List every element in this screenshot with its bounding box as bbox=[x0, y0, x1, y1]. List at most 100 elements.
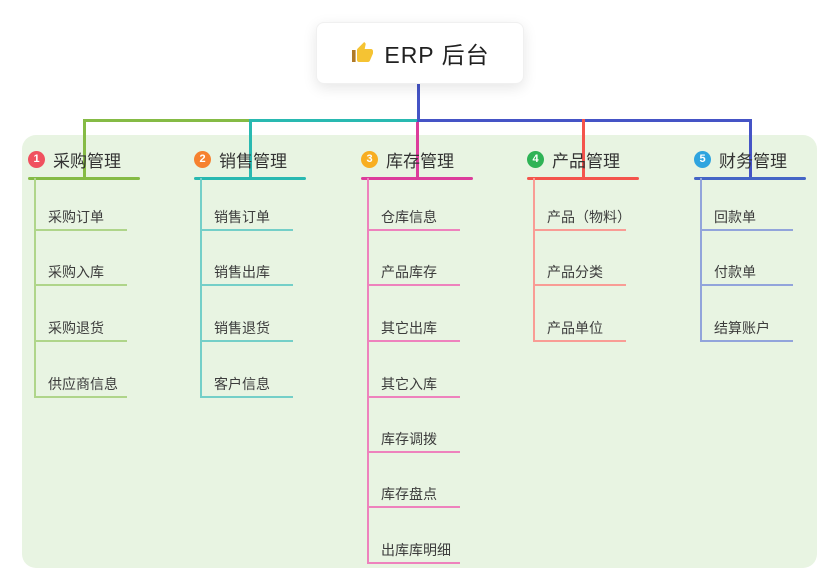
node-underline bbox=[700, 284, 793, 286]
branch-child-connector bbox=[34, 178, 36, 398]
branch-drop-line-4 bbox=[582, 119, 585, 177]
node-other-outbound[interactable]: 其它出库 bbox=[361, 312, 491, 342]
branch-underline bbox=[194, 177, 306, 180]
root-node-label: ERP 后台 bbox=[384, 42, 490, 68]
node-label: 销售退货 bbox=[214, 320, 270, 336]
branch-drop-line-3 bbox=[416, 122, 419, 177]
branch-child-connector bbox=[367, 178, 369, 564]
node-underline bbox=[367, 284, 460, 286]
node-stock-transfer[interactable]: 库存调拨 bbox=[361, 423, 491, 453]
node-sales-order[interactable]: 销售订单 bbox=[194, 201, 324, 231]
node-product-material[interactable]: 产品（物料） bbox=[527, 201, 657, 231]
node-warehouse-info[interactable]: 仓库信息 bbox=[361, 201, 491, 231]
node-supplier-info[interactable]: 供应商信息 bbox=[28, 368, 158, 398]
branch-purchase-header[interactable]: 1 采购管理 bbox=[28, 146, 121, 172]
node-label: 销售订单 bbox=[214, 209, 270, 225]
node-settlement-account[interactable]: 结算账户 bbox=[694, 312, 824, 342]
node-customer-info[interactable]: 客户信息 bbox=[194, 368, 324, 398]
node-product-unit[interactable]: 产品单位 bbox=[527, 312, 657, 342]
node-underline bbox=[367, 340, 460, 342]
node-underline bbox=[367, 506, 460, 508]
branch-child-connector bbox=[700, 178, 702, 342]
node-label: 库存盘点 bbox=[381, 486, 437, 502]
node-label: 产品（物料） bbox=[547, 209, 631, 225]
node-underline bbox=[533, 229, 626, 231]
branch-finance: 5 财务管理 回款单 付款单 结算账户 bbox=[694, 146, 806, 576]
branch-underline bbox=[28, 177, 140, 180]
node-underline bbox=[200, 396, 293, 398]
root-node[interactable]: ERP 后台 bbox=[316, 22, 524, 84]
branch-child-connector bbox=[533, 178, 535, 342]
node-label: 采购退货 bbox=[48, 320, 104, 336]
node-label: 库存调拨 bbox=[381, 431, 437, 447]
branch-label: 库存管理 bbox=[386, 151, 454, 171]
node-label: 产品分类 bbox=[547, 264, 603, 280]
branch-underline bbox=[361, 177, 473, 180]
node-label: 采购入库 bbox=[48, 264, 104, 280]
node-label: 客户信息 bbox=[214, 376, 270, 392]
branch-label: 财务管理 bbox=[719, 151, 787, 171]
node-underline bbox=[533, 340, 626, 342]
node-underline bbox=[367, 562, 460, 564]
node-stock-taking[interactable]: 库存盘点 bbox=[361, 478, 491, 508]
node-underline bbox=[533, 284, 626, 286]
branch-purchase: 1 采购管理 采购订单 采购入库 采购退货 供应商信息 bbox=[28, 146, 140, 576]
node-label: 供应商信息 bbox=[48, 376, 118, 392]
branch-label: 销售管理 bbox=[219, 151, 287, 171]
node-sales-outbound[interactable]: 销售出库 bbox=[194, 256, 324, 286]
node-underline bbox=[700, 340, 793, 342]
branch-number-badge: 5 bbox=[694, 150, 711, 168]
node-purchase-return[interactable]: 采购退货 bbox=[28, 312, 158, 342]
thumbs-up-icon bbox=[350, 41, 374, 65]
node-underline bbox=[700, 229, 793, 231]
branch-drop-line-2 bbox=[249, 119, 252, 177]
branch-number-badge: 1 bbox=[28, 150, 45, 168]
branch-label: 产品管理 bbox=[552, 151, 620, 171]
node-label: 付款单 bbox=[714, 264, 756, 280]
branch-label: 采购管理 bbox=[53, 151, 121, 171]
node-sales-return[interactable]: 销售退货 bbox=[194, 312, 324, 342]
branch-child-connector bbox=[200, 178, 202, 398]
node-underline bbox=[367, 396, 460, 398]
node-label: 采购订单 bbox=[48, 209, 104, 225]
branch-product: 4 产品管理 产品（物料） 产品分类 产品单位 bbox=[527, 146, 639, 576]
branch-drop-line-1 bbox=[83, 119, 86, 177]
node-other-inbound[interactable]: 其它入库 bbox=[361, 368, 491, 398]
node-underline bbox=[367, 229, 460, 231]
connector-segment-teal bbox=[249, 119, 417, 122]
node-product-stock[interactable]: 产品库存 bbox=[361, 256, 491, 286]
node-purchase-inbound[interactable]: 采购入库 bbox=[28, 256, 158, 286]
branch-sales: 2 销售管理 销售订单 销售出库 销售退货 客户信息 bbox=[194, 146, 306, 576]
node-underline bbox=[200, 340, 293, 342]
node-product-category[interactable]: 产品分类 bbox=[527, 256, 657, 286]
branch-product-header[interactable]: 4 产品管理 bbox=[527, 146, 620, 172]
node-underline bbox=[367, 451, 460, 453]
branch-number-badge: 3 bbox=[361, 150, 378, 168]
node-label: 其它入库 bbox=[381, 376, 437, 392]
branch-inventory: 3 库存管理 仓库信息 产品库存 其它出库 其它入库 库存调拨 库存盘点 bbox=[361, 146, 473, 576]
node-outbound-detail[interactable]: 出库库明细 bbox=[361, 534, 491, 564]
node-label: 其它出库 bbox=[381, 320, 437, 336]
node-receipt-bill[interactable]: 回款单 bbox=[694, 201, 824, 231]
branch-number-badge: 4 bbox=[527, 150, 544, 168]
node-underline bbox=[34, 340, 127, 342]
node-purchase-order[interactable]: 采购订单 bbox=[28, 201, 158, 231]
node-underline bbox=[200, 229, 293, 231]
node-underline bbox=[34, 229, 127, 231]
node-label: 回款单 bbox=[714, 209, 756, 225]
root-drop-line bbox=[417, 82, 420, 120]
node-payment-bill[interactable]: 付款单 bbox=[694, 256, 824, 286]
branch-drop-line-5 bbox=[749, 119, 752, 177]
connector-segment-green bbox=[83, 119, 250, 122]
branch-sales-header[interactable]: 2 销售管理 bbox=[194, 146, 287, 172]
node-label: 出库库明细 bbox=[381, 542, 451, 558]
branch-finance-header[interactable]: 5 财务管理 bbox=[694, 146, 787, 172]
branch-underline bbox=[527, 177, 639, 180]
node-label: 仓库信息 bbox=[381, 209, 437, 225]
node-label: 产品单位 bbox=[547, 320, 603, 336]
background-panel bbox=[22, 135, 817, 568]
node-label: 结算账户 bbox=[714, 320, 770, 336]
node-underline bbox=[34, 396, 127, 398]
node-underline bbox=[34, 284, 127, 286]
branch-inventory-header[interactable]: 3 库存管理 bbox=[361, 146, 454, 172]
